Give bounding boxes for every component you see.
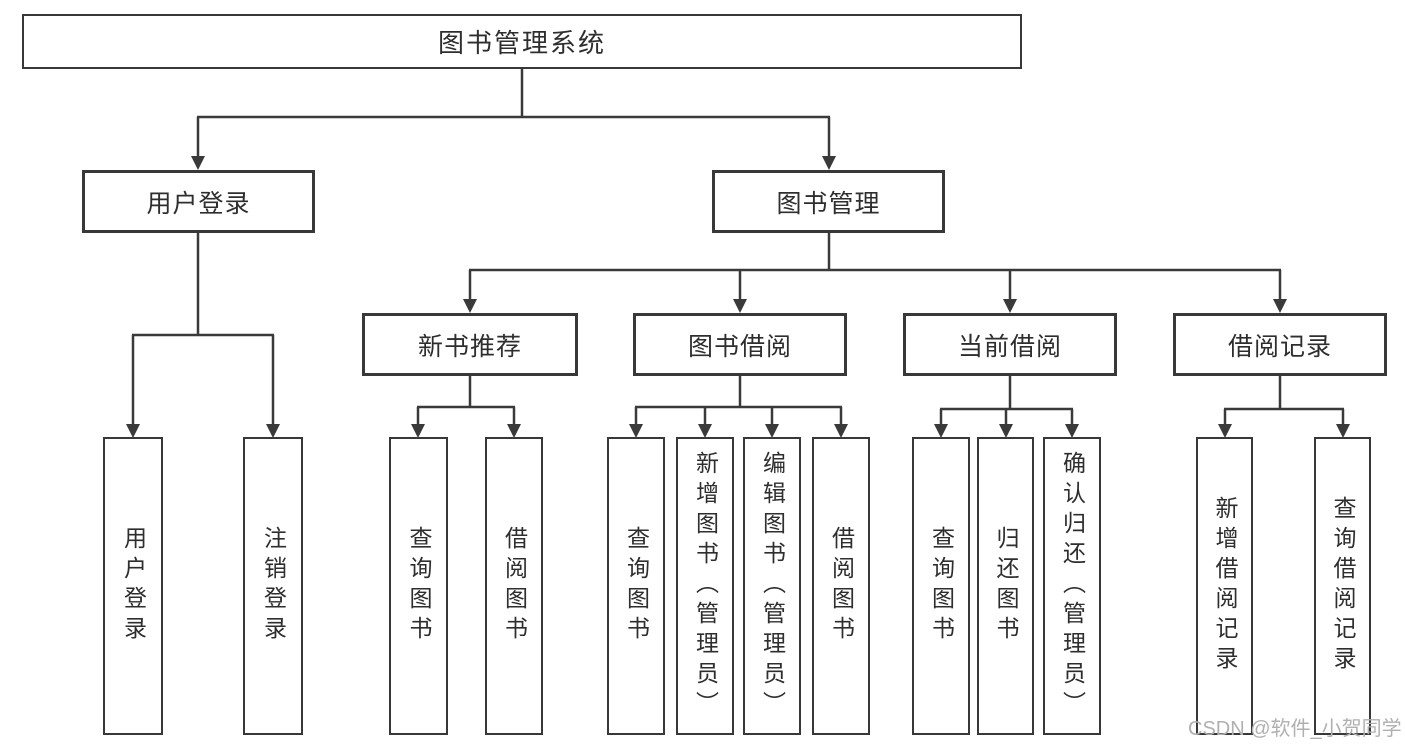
arrowhead: [126, 424, 140, 438]
edge-userlogin-to-leaves: [131, 233, 275, 427]
edge-borrow-to-leaves: [634, 376, 843, 427]
node-root-system: 图书管理系统: [22, 14, 1022, 69]
arrowhead: [733, 299, 747, 313]
node-book-borrow: 图书借阅: [633, 313, 847, 376]
leaf-logout: 注销登录: [243, 437, 303, 735]
arrowhead: [507, 424, 521, 438]
arrowhead: [266, 424, 280, 438]
edge-current-to-leaves: [939, 376, 1074, 427]
leaf-user-login: 用户登录: [103, 437, 163, 735]
arrowhead: [1336, 424, 1350, 438]
arrowheads: [126, 156, 1350, 438]
edge-bookmgmt-to-level3: [468, 233, 1282, 302]
leaf-query-books-current: 查询图书: [912, 437, 970, 735]
arrowhead: [1065, 424, 1079, 438]
leaf-query-books-borrow: 查询图书: [607, 437, 665, 735]
leaf-borrow-book: 借阅图书: [812, 437, 870, 735]
leaf-return-book: 归还图书: [977, 437, 1034, 735]
arrowhead: [1003, 299, 1017, 313]
arrowhead: [1273, 299, 1287, 313]
node-book-management: 图书管理: [712, 170, 945, 233]
edge-newrec-to-leaves: [416, 376, 516, 427]
leaf-query-books-recommend: 查询图书: [389, 437, 448, 735]
leaf-add-book-admin: 新增图书（管理员）: [676, 437, 734, 735]
node-borrow-records: 借阅记录: [1173, 313, 1387, 376]
arrowhead: [834, 424, 848, 438]
node-new-book-recommend: 新书推荐: [362, 313, 578, 376]
edge-root-to-level2: [196, 69, 831, 159]
arrowhead: [1218, 424, 1232, 438]
arrowhead: [765, 424, 779, 438]
arrowhead: [629, 424, 643, 438]
leaf-add-borrow-record: 新增借阅记录: [1196, 437, 1253, 735]
node-user-login: 用户登录: [82, 170, 315, 233]
node-current-borrow: 当前借阅: [903, 313, 1117, 376]
arrowhead: [698, 424, 712, 438]
arrowhead: [999, 424, 1013, 438]
leaf-query-borrow-record: 查询借阅记录: [1314, 437, 1371, 735]
arrowhead: [463, 299, 477, 313]
leaf-borrow-books-recommend: 借阅图书: [485, 437, 543, 735]
leaf-confirm-return-admin: 确认归还（管理员）: [1043, 437, 1101, 735]
csdn-watermark: CSDN @软件_小贺同学: [1188, 718, 1402, 740]
arrowhead: [411, 424, 425, 438]
edge-records-to-leaves: [1223, 376, 1345, 427]
leaf-edit-book-admin: 编辑图书（管理员）: [743, 437, 801, 735]
arrowhead: [191, 156, 205, 170]
arrowhead: [822, 156, 836, 170]
arrowhead: [934, 424, 948, 438]
